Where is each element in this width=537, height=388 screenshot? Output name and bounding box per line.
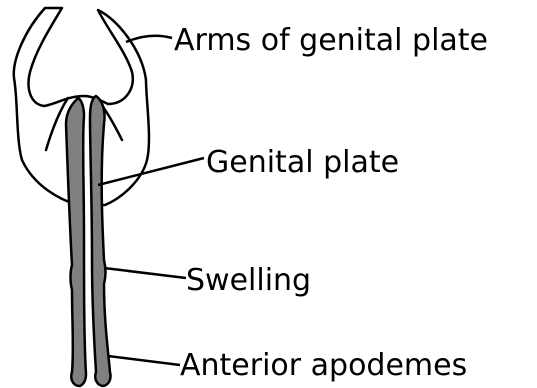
label-swelling: Swelling xyxy=(186,264,311,298)
anterior-apodeme-left xyxy=(66,98,86,386)
label-anterior-apodemes: Anterior apodemes xyxy=(180,349,467,383)
leader-arms xyxy=(126,36,172,42)
leader-swelling xyxy=(104,268,186,278)
label-arms-of-genital-plate: Arms of genital plate xyxy=(174,24,488,58)
label-genital-plate: Genital plate xyxy=(206,146,399,180)
leader-anterior-apodemes xyxy=(108,356,180,365)
